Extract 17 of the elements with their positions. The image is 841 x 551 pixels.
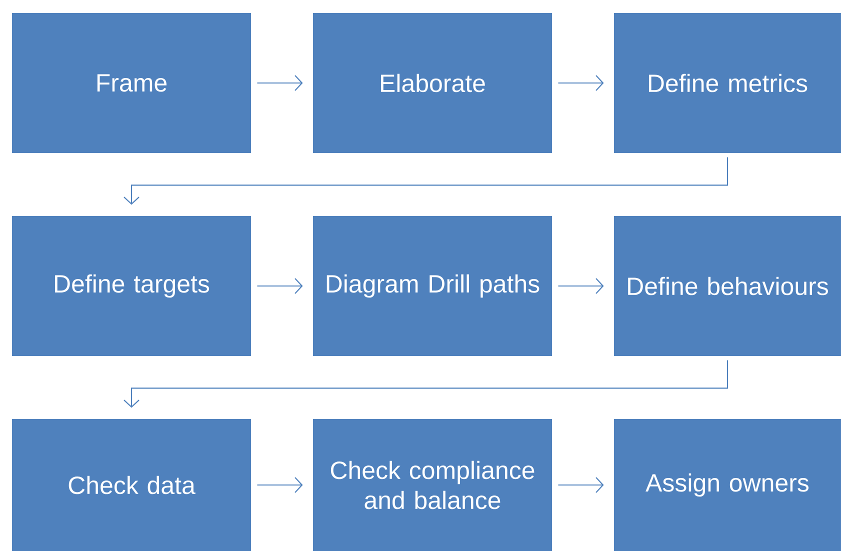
process-box: Define metrics bbox=[614, 13, 841, 153]
arrow bbox=[257, 278, 303, 294]
arrow bbox=[257, 75, 303, 91]
process-box: Elaborate bbox=[313, 13, 552, 153]
process-box: Define behaviours bbox=[614, 216, 841, 356]
arrow bbox=[558, 75, 604, 91]
arrow bbox=[558, 278, 604, 294]
arrow bbox=[257, 477, 303, 493]
process-box: Frame bbox=[12, 13, 251, 153]
process-box: Check data bbox=[12, 419, 251, 551]
arrow bbox=[558, 477, 604, 493]
process-box: Assign owners bbox=[614, 419, 841, 551]
process-box: Define targets bbox=[12, 216, 251, 356]
arrow bbox=[124, 360, 728, 408]
process-box: Check compliance and balance bbox=[313, 419, 552, 551]
arrow bbox=[124, 157, 728, 205]
process-box: Diagram Drill paths bbox=[313, 216, 552, 356]
